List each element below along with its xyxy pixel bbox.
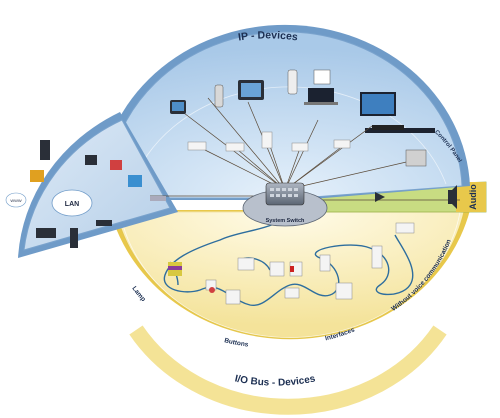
io-device-icons bbox=[168, 222, 415, 305]
ip-device-icons bbox=[170, 69, 427, 167]
system-switch-label: System Switch bbox=[266, 218, 305, 224]
pc-monitor-icon bbox=[405, 149, 427, 167]
monitor-icon bbox=[360, 92, 396, 116]
www-globe-icon bbox=[5, 192, 27, 208]
audio-label: Audio bbox=[468, 184, 478, 210]
browser-icon bbox=[313, 69, 331, 85]
laptop-icon bbox=[304, 88, 338, 105]
connector-modules-icon bbox=[187, 131, 351, 152]
red-button-icon bbox=[290, 266, 294, 272]
buttons-label: Buttons bbox=[223, 337, 249, 348]
multimedia-terminal-icon bbox=[238, 80, 264, 100]
network-cloud-icon bbox=[51, 189, 93, 217]
lamp-icon bbox=[168, 262, 182, 276]
io-bus-label: I/O Bus - Devices bbox=[234, 373, 317, 388]
lamp-label: Lamp bbox=[130, 285, 146, 303]
svg-text:IP - Devices: IP - Devices bbox=[237, 29, 298, 43]
svg-text:Buttons: Buttons bbox=[223, 337, 249, 348]
bell-icon bbox=[209, 287, 215, 293]
handset-icon bbox=[214, 84, 224, 108]
svg-text:I/O Bus - Devices: I/O Bus - Devices bbox=[234, 373, 317, 388]
lan-icons bbox=[5, 140, 166, 248]
system-switch bbox=[242, 182, 328, 227]
ip-devices-sector bbox=[99, 24, 470, 200]
www-label: WWW bbox=[10, 198, 22, 203]
phone-icon bbox=[287, 69, 298, 95]
panel-icon bbox=[372, 125, 404, 130]
lan-device-icons bbox=[30, 140, 166, 248]
ip-devices-label: IP - Devices bbox=[237, 29, 298, 43]
lan-sector bbox=[18, 112, 178, 258]
svg-text:Lamp: Lamp bbox=[130, 285, 146, 303]
wall-terminal-icon bbox=[170, 100, 186, 114]
module-icons bbox=[205, 222, 415, 305]
audio-icons bbox=[375, 185, 457, 209]
lan-label: LAN bbox=[65, 201, 79, 208]
